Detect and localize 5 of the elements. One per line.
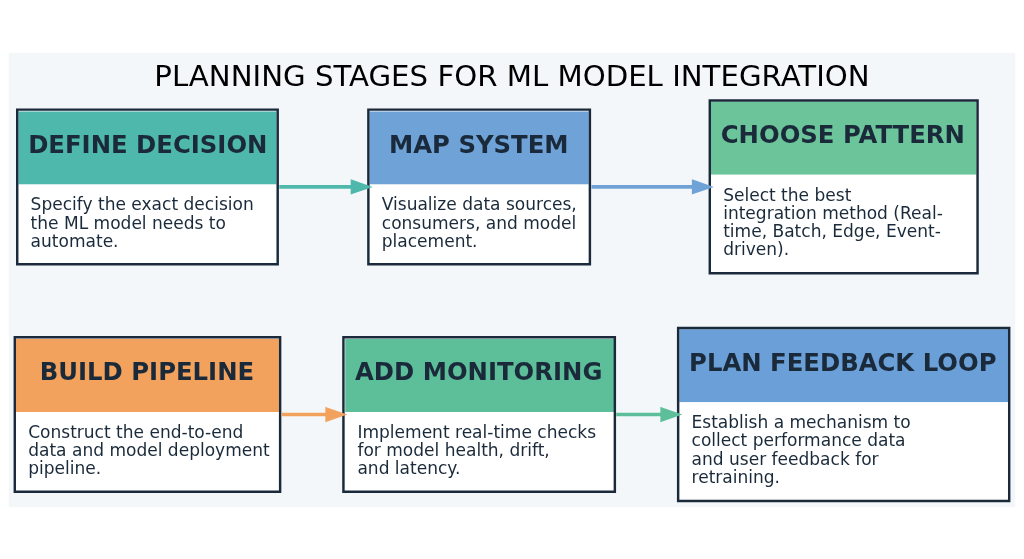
diagram-title: PLANNING STAGES FOR ML MODEL INTEGRATION <box>154 58 870 93</box>
arrow <box>279 178 373 195</box>
arrow <box>281 406 348 422</box>
arrow <box>591 178 714 195</box>
arrow <box>616 406 683 422</box>
